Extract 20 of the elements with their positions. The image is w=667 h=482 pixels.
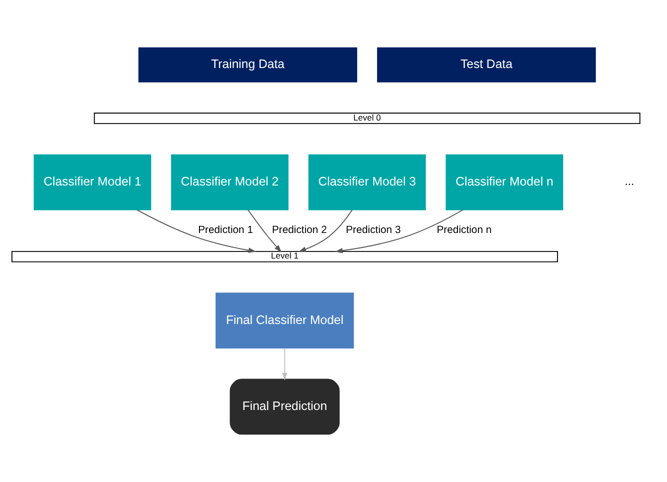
arrow bbox=[335, 209, 464, 254]
node-box: Final Classifier Model bbox=[216, 292, 354, 348]
node-box: Level 0 bbox=[94, 112, 640, 124]
node-box: Classifier Model 2 bbox=[171, 154, 289, 210]
node-box: Training Data bbox=[138, 47, 358, 82]
node-box: Level 1 bbox=[11, 250, 558, 262]
arrow bbox=[248, 209, 282, 252]
edge-label: Prediction 2 bbox=[272, 225, 327, 236]
node-box: Classifier Model n bbox=[446, 154, 564, 210]
arrow bbox=[282, 348, 288, 380]
arrow bbox=[136, 209, 256, 253]
node-box: Classifier Model 3 bbox=[308, 154, 426, 210]
edge-label: Prediction n bbox=[436, 225, 492, 236]
label: ... bbox=[624, 176, 634, 188]
edge-label: Prediction 1 bbox=[198, 225, 254, 236]
edge-label: Prediction 3 bbox=[346, 225, 401, 236]
node-box: Classifier Model 1 bbox=[34, 154, 152, 210]
node-box: Test Data bbox=[377, 47, 596, 82]
arrow bbox=[298, 209, 353, 252]
node-box: Final Prediction bbox=[230, 378, 340, 435]
